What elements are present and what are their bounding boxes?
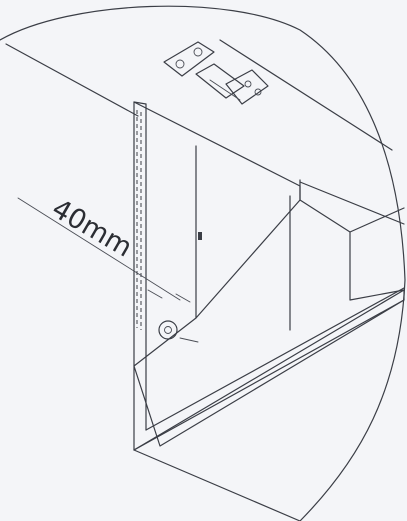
cabinet-side-panel (299, 179, 405, 301)
cabinet-top-edge-inner (219, 39, 393, 151)
cabinet-door (133, 101, 301, 367)
dimension-label: 40mm (47, 193, 138, 263)
hinge-cup-hole-icon (158, 320, 178, 340)
cabinet-side-panel-inner (349, 207, 405, 233)
cabinet-base-line-2 (145, 287, 405, 431)
dimension-tick-right (175, 293, 191, 303)
cabinet-top-edge (5, 43, 139, 117)
cabinet-base-line (133, 299, 405, 451)
cabinet-hinge-icon (163, 41, 269, 105)
dimension-line (17, 197, 181, 301)
cabinet-body-front (133, 289, 405, 451)
cup-marker-line (179, 337, 199, 343)
magnifier-circle (0, 5, 406, 521)
dimension-tick-left (147, 289, 163, 299)
mounting-mark (198, 232, 202, 240)
door-front-edge (133, 101, 147, 105)
cabinet-bottom-edge (133, 449, 301, 521)
cabinet-side-panel-top (299, 181, 405, 225)
